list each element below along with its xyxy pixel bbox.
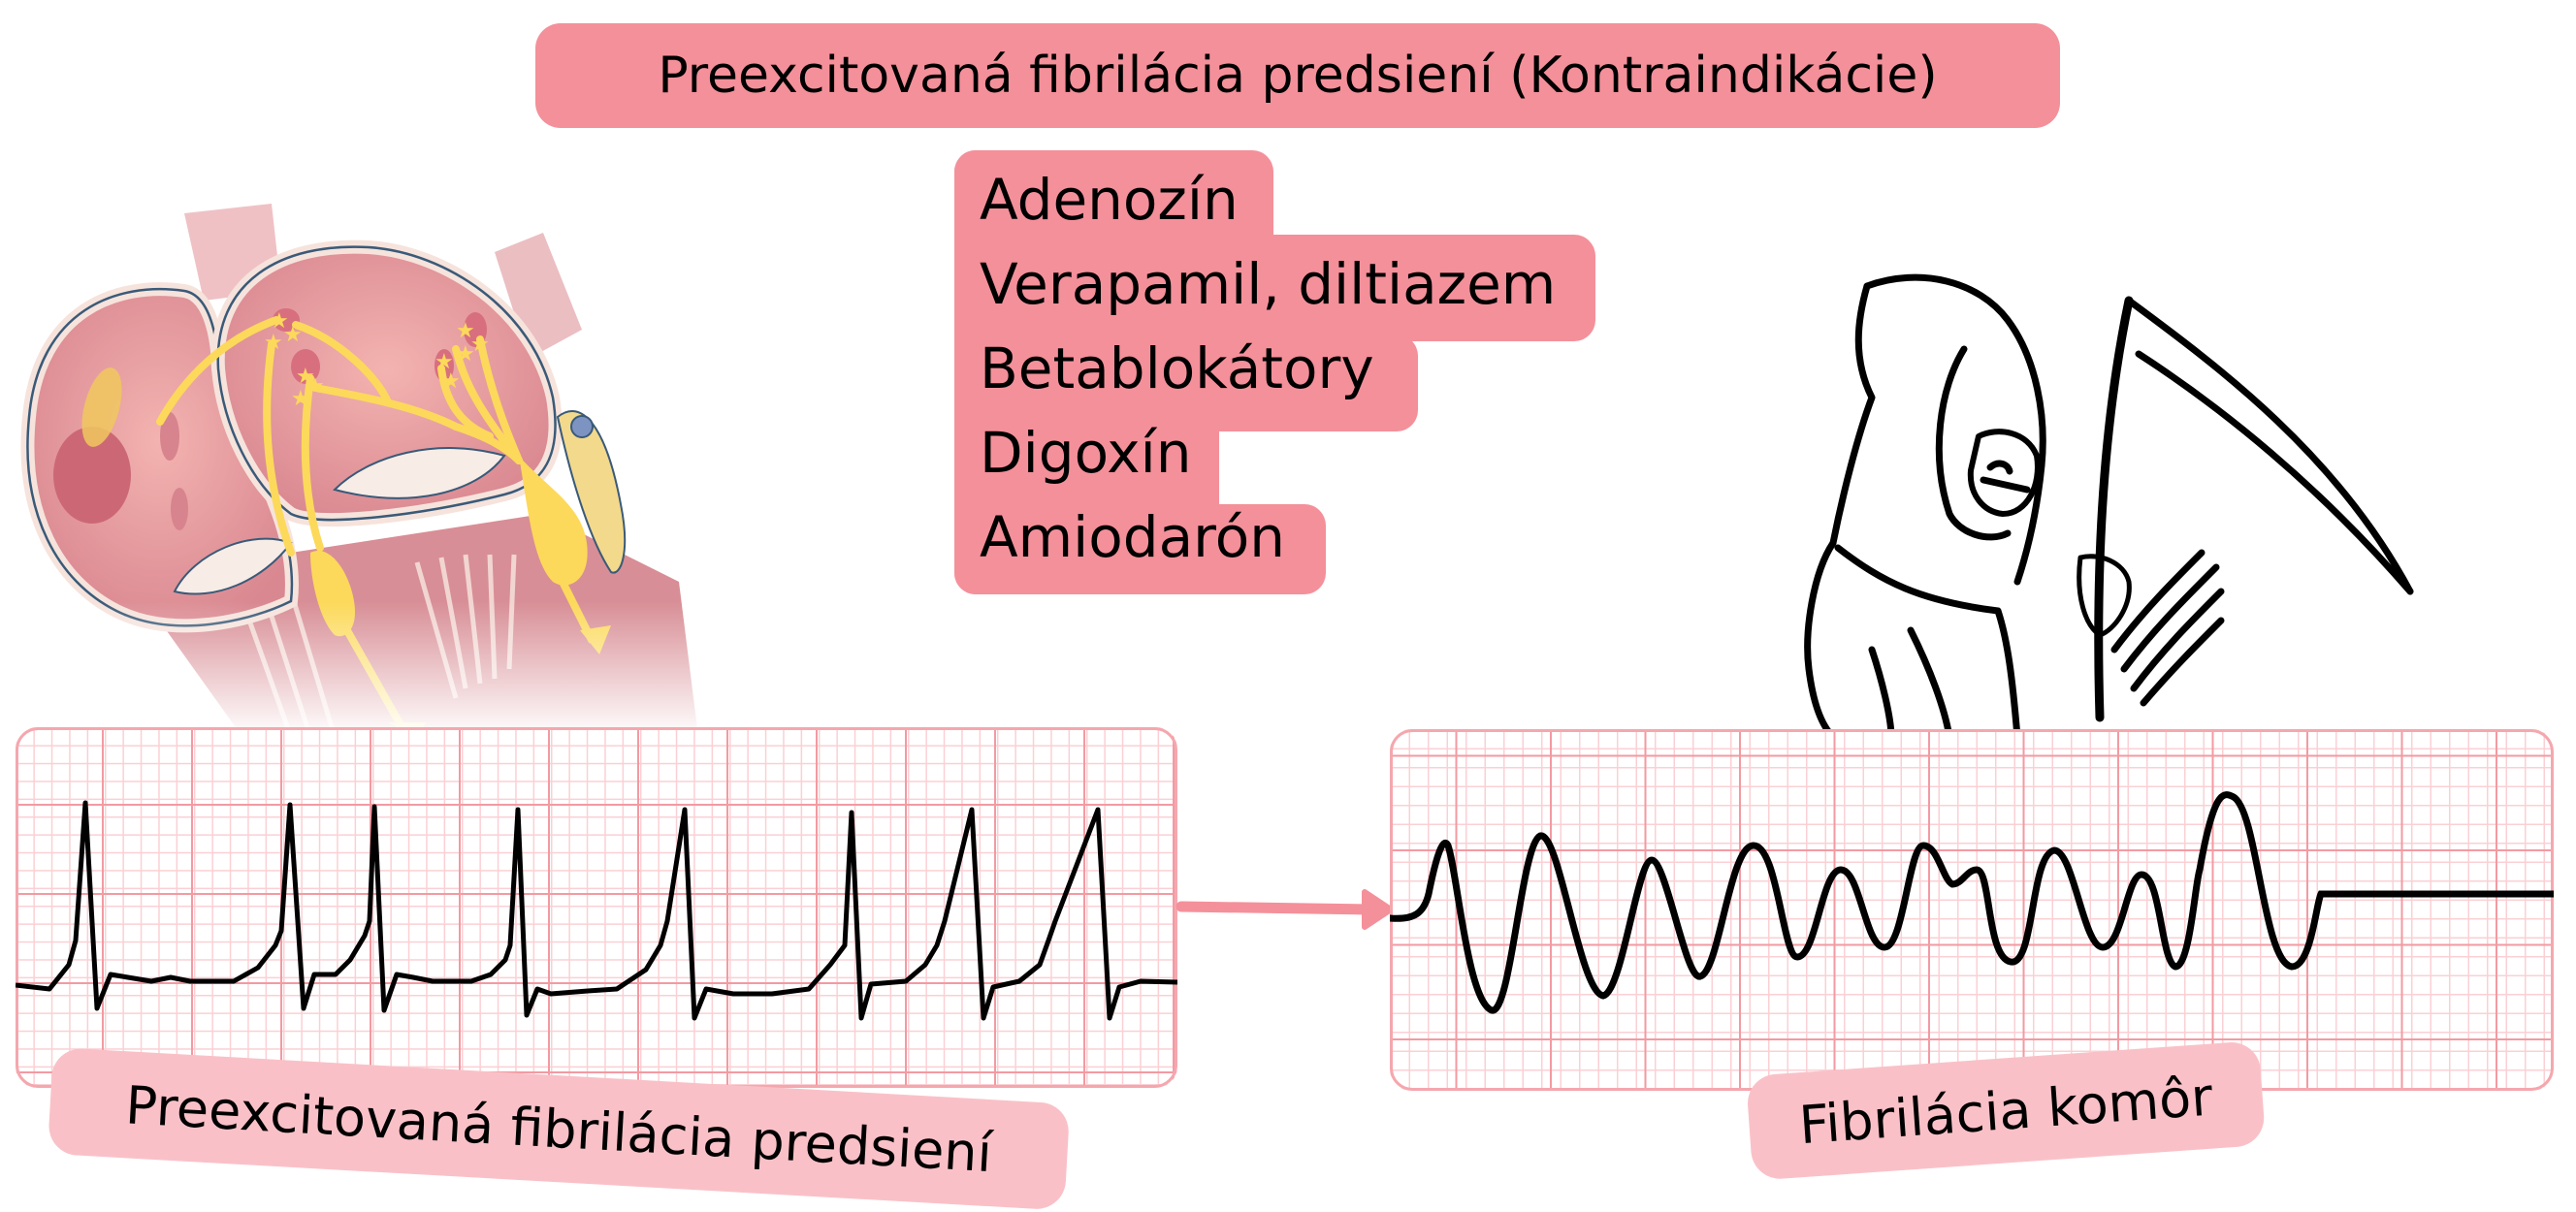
label-preexcited-af-text: Preexcitovaná fibrilácia predsiení [123, 1073, 994, 1184]
ecg-ventricular-fibrillation-strip [1390, 729, 2554, 1091]
list-background-segment [954, 335, 1418, 431]
label-ventricular-fibrillation-text: Fibrilácia komôr [1796, 1066, 2215, 1156]
drug-item-betablockers: Betablokátory [980, 335, 1374, 401]
list-background-segment [954, 422, 1219, 519]
list-background-segment [954, 504, 1326, 594]
drug-item-verapamil-diltiazem: Verapamil, diltiazem [980, 251, 1557, 317]
list-background-segment [954, 150, 1273, 247]
drug-item-amiodarone: Amiodarón [980, 504, 1285, 570]
page-title: Preexcitovaná fibrilácia predsiení (Kont… [535, 23, 2060, 128]
heart-conduction-icon: ★★ ★★ ★★ ★★ ★★ ★ [0, 194, 853, 737]
list-background-segment [954, 150, 993, 594]
contraindicated-drug-list: Adenozín Verapamil, diltiazem Betablokát… [954, 150, 1614, 596]
page-title-text: Preexcitovaná fibrilácia predsiení (Kont… [658, 47, 1938, 105]
ecg-preexcited-af-strip [16, 727, 1177, 1088]
drug-item-adenosine: Adenozín [980, 167, 1239, 233]
drug-item-digoxin: Digoxín [980, 420, 1192, 486]
list-background-segment [954, 235, 1595, 341]
transition-arrow-icon [1175, 889, 1394, 930]
grim-reaper-icon [1804, 273, 2414, 737]
